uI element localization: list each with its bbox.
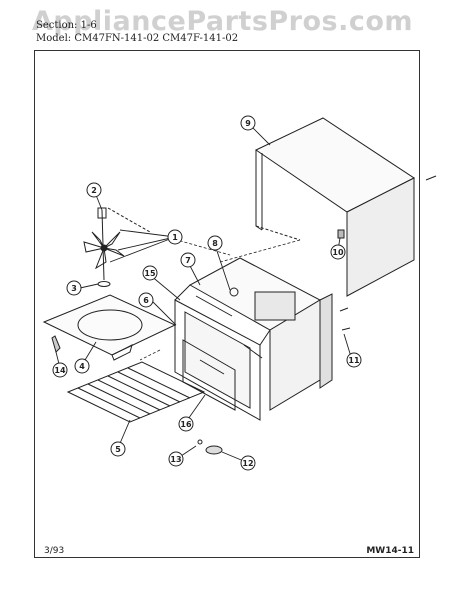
- sensor-part: [197, 439, 223, 455]
- callout-11: 11: [346, 352, 362, 368]
- callout-5: 5: [110, 441, 126, 457]
- oven-rack-part: [66, 361, 206, 423]
- svg-text:12: 12: [242, 459, 253, 468]
- footer-date: 3/93: [44, 546, 65, 556]
- section-label: Section: 1-6: [36, 20, 97, 31]
- callout-8: 8: [207, 235, 223, 251]
- svg-text:4: 4: [79, 362, 85, 371]
- stirrer-fan-part: [83, 207, 151, 287]
- svg-text:14: 14: [54, 366, 66, 375]
- svg-text:13: 13: [170, 455, 181, 464]
- svg-text:11: 11: [348, 356, 360, 365]
- screws: [337, 175, 437, 331]
- callout-12: 12: [240, 455, 256, 471]
- svg-text:3: 3: [71, 284, 77, 293]
- callout-15: 15: [142, 265, 158, 281]
- door-frame-part: [182, 339, 236, 411]
- cover-plate-part: [42, 294, 177, 361]
- callout-9: 9: [240, 115, 256, 131]
- svg-text:2: 2: [91, 186, 97, 195]
- callout-6: 6: [138, 292, 154, 308]
- callout-7: 7: [180, 252, 196, 268]
- footer-code: MW14-11: [366, 546, 414, 556]
- callout-2: 2: [86, 182, 102, 198]
- model-label: Model: CM47FN-141-02 CM47F-141-02: [36, 33, 239, 44]
- diagram-frame: [34, 50, 420, 558]
- svg-text:7: 7: [185, 256, 191, 265]
- watermark: AppliancePartsPros.com: [32, 6, 414, 37]
- clip-part: [51, 335, 61, 353]
- callout-14: 14: [52, 362, 68, 378]
- callout-4: 4: [74, 358, 90, 374]
- callout-13: 13: [168, 451, 184, 467]
- svg-text:1: 1: [172, 233, 178, 242]
- svg-text:10: 10: [332, 248, 344, 257]
- callout-10: 10: [330, 244, 346, 260]
- svg-text:16: 16: [180, 420, 192, 429]
- svg-text:6: 6: [143, 296, 149, 305]
- outer-wrapper-part: [254, 117, 415, 297]
- callout-16: 16: [178, 416, 194, 432]
- svg-text:15: 15: [144, 269, 156, 278]
- svg-text:5: 5: [115, 445, 121, 454]
- svg-text:8: 8: [212, 239, 218, 248]
- callout-1: 1: [167, 229, 183, 245]
- callout-3: 3: [66, 280, 82, 296]
- svg-text:9: 9: [245, 119, 251, 128]
